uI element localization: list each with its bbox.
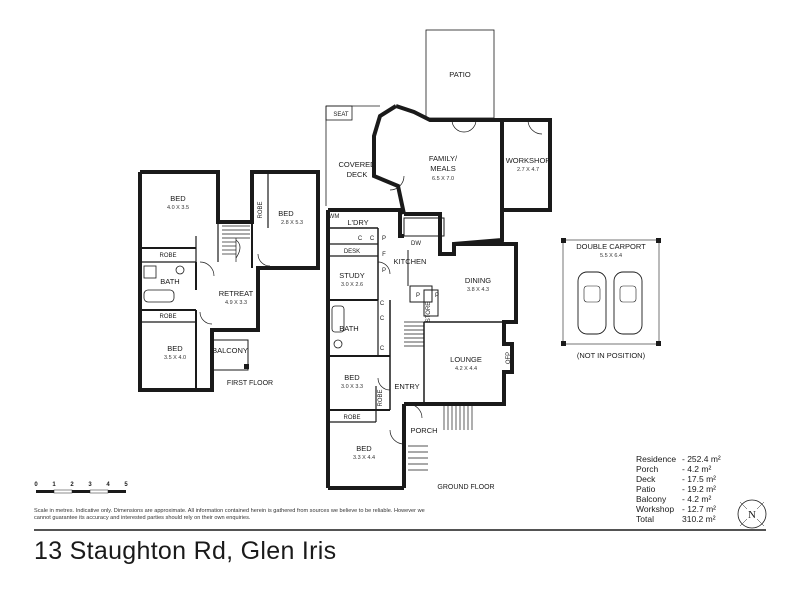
ground-floor bbox=[325, 29, 661, 490]
area-value-workshop: - 12.7 m² bbox=[682, 504, 716, 514]
ff-bed3-dim: 3.5 X 4.0 bbox=[164, 355, 186, 361]
cupboard-c: C bbox=[380, 301, 385, 307]
ff-bed2-name: BED bbox=[278, 209, 294, 218]
compass-letter: N bbox=[748, 509, 756, 521]
area-value-deck: - 17.5 m² bbox=[682, 474, 716, 484]
dw-label: DW bbox=[411, 241, 421, 247]
first-floor-label: FIRST FLOOR bbox=[227, 380, 273, 387]
scale-tick-label: 0 bbox=[34, 482, 38, 488]
area-label-deck: Deck bbox=[636, 474, 656, 484]
seat-name: SEAT bbox=[333, 112, 349, 118]
scale-tick-label: 5 bbox=[124, 482, 128, 488]
gf-bed1-name: BED bbox=[344, 373, 360, 382]
ff-retreat-dim: 4.9 X 3.3 bbox=[225, 300, 247, 306]
cupboard-c: C bbox=[380, 316, 385, 322]
area-value-total: 310.2 m² bbox=[682, 514, 716, 524]
area-label-residence: Residence bbox=[636, 454, 676, 464]
study-dim: 3.0 X 2.6 bbox=[341, 282, 363, 288]
pantry-p: P bbox=[435, 293, 439, 299]
area-value-balcony: - 4.2 m² bbox=[682, 494, 711, 504]
desk-name: DESK bbox=[344, 249, 360, 255]
kitchen-name: KITCHEN bbox=[394, 257, 427, 266]
pantry-p: P bbox=[382, 236, 386, 242]
pantry-p: P bbox=[382, 268, 386, 274]
ff-bath-name: BATH bbox=[160, 277, 179, 286]
area-label-workshop: Workshop bbox=[636, 504, 674, 514]
ff-bed1-name: BED bbox=[170, 194, 186, 203]
covered-deck-name-1: COVERED bbox=[338, 160, 376, 169]
fridge-f: F bbox=[382, 252, 386, 258]
ff-robe-1: ROBE bbox=[159, 253, 176, 259]
workshop-dim: 2.7 X 4.7 bbox=[517, 167, 539, 173]
area-value-patio: - 19.2 m² bbox=[682, 484, 716, 494]
scale-bar: 0 1 2 3 4 5 bbox=[34, 482, 128, 494]
gf-bed2-dim: 3.3 X 4.4 bbox=[353, 455, 375, 461]
pantry-p: P bbox=[416, 293, 420, 299]
store-label: STORE bbox=[426, 302, 432, 323]
wm-label: WM bbox=[329, 214, 340, 220]
cupboard-c: C bbox=[358, 236, 363, 242]
disclaimer-text: Scale in metres. Indicative only. Dimens… bbox=[34, 508, 425, 521]
scale-tick-label: 1 bbox=[52, 482, 56, 488]
gf-robe-horizontal: ROBE bbox=[343, 415, 360, 421]
ff-bed2-dim: 2.8 X 5.3 bbox=[281, 220, 303, 226]
scale-tick-label: 2 bbox=[70, 482, 74, 488]
study-name: STUDY bbox=[339, 271, 364, 280]
family-name-2: MEALS bbox=[430, 164, 455, 173]
ff-robe-vertical: ROBE bbox=[258, 201, 264, 218]
property-address: 13 Staughton Rd, Glen Iris bbox=[34, 537, 337, 565]
carport-note: (NOT IN POSITION) bbox=[577, 351, 646, 360]
workshop-name: WORKSHOP bbox=[506, 156, 551, 165]
entry-name: ENTRY bbox=[394, 382, 419, 391]
patio-name: PATIO bbox=[449, 70, 471, 79]
area-label-porch: Porch bbox=[636, 464, 658, 474]
gf-bed2-name: BED bbox=[356, 444, 372, 453]
scale-tick-label: 3 bbox=[88, 482, 92, 488]
ff-bed3-name: BED bbox=[167, 344, 183, 353]
scale-tick-label: 4 bbox=[106, 482, 110, 488]
cupboard-c: C bbox=[380, 346, 385, 352]
area-label-patio: Patio bbox=[636, 484, 656, 494]
family-name-1: FAMILY/ bbox=[429, 154, 458, 163]
dining-dim: 3.8 X 4.3 bbox=[467, 287, 489, 293]
covered-deck-name-2: DECK bbox=[347, 170, 368, 179]
porch-name: PORCH bbox=[410, 426, 437, 435]
area-label-total: Total bbox=[636, 514, 654, 524]
ground-floor-label: GROUND FLOOR bbox=[437, 484, 494, 491]
first-floor bbox=[138, 170, 320, 392]
ff-robe-2: ROBE bbox=[159, 314, 176, 320]
area-value-porch: - 4.2 m² bbox=[682, 464, 711, 474]
ff-bed1-dim: 4.0 X 3.5 bbox=[167, 205, 189, 211]
room-labels: BED 4.0 X 3.5 BED 2.8 X 5.3 ROBE ROBE BA… bbox=[159, 70, 646, 491]
ff-balcony-name: BALCONY bbox=[212, 346, 248, 355]
family-dim: 6.5 X 7.0 bbox=[432, 176, 454, 182]
lounge-name: LOUNGE bbox=[450, 355, 482, 364]
dining-name: DINING bbox=[465, 276, 491, 285]
gf-bath-name: BATH bbox=[339, 324, 358, 333]
lounge-dim: 4.2 X 4.4 bbox=[455, 366, 477, 372]
opf-label: OFP bbox=[506, 352, 512, 364]
ff-retreat-name: RETREAT bbox=[219, 289, 254, 298]
area-table: Residence - 252.4 m² Porch - 4.2 m² Deck… bbox=[636, 454, 721, 524]
gf-robe-vertical: ROBE bbox=[378, 389, 384, 406]
cupboard-c: C bbox=[370, 236, 375, 242]
north-compass-icon: N bbox=[737, 499, 767, 529]
carport-dim: 5.5 X 6.4 bbox=[600, 253, 622, 259]
gf-bed1-dim: 3.0 X 3.3 bbox=[341, 384, 363, 390]
area-label-balcony: Balcony bbox=[636, 494, 667, 504]
carport-name: DOUBLE CARPORT bbox=[576, 242, 646, 251]
ldry-name: L'DRY bbox=[347, 218, 368, 227]
area-value-residence: - 252.4 m² bbox=[682, 454, 721, 464]
